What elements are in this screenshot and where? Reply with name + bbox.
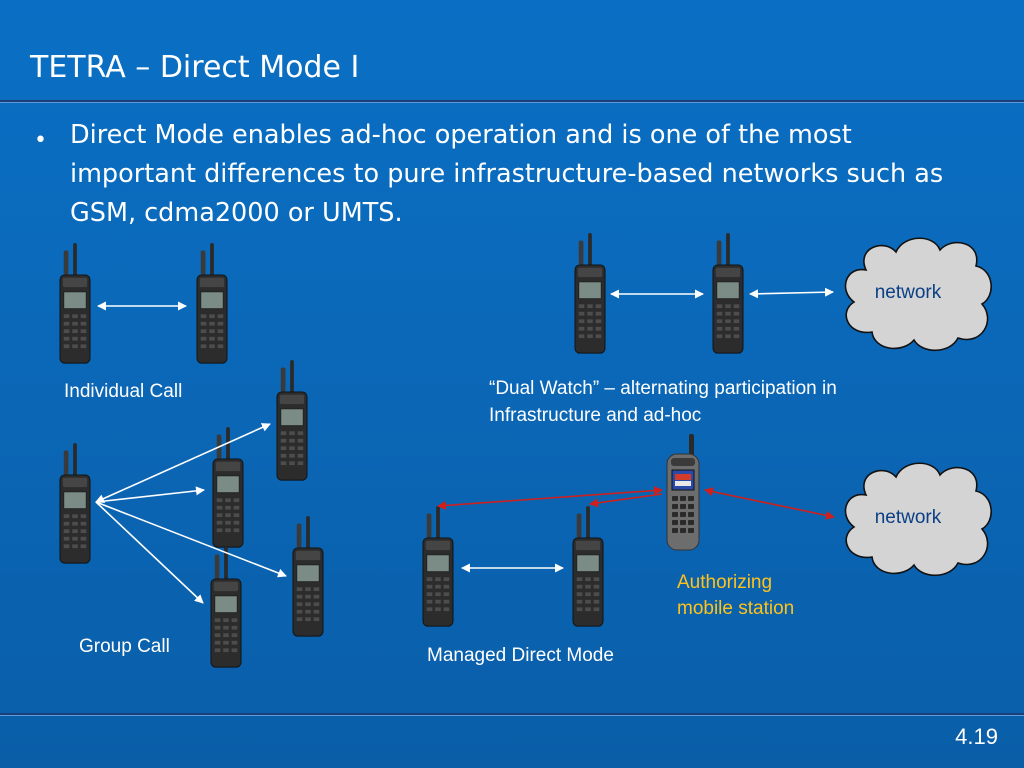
network-label-bottom: network [875, 507, 942, 528]
radio-icon [59, 243, 91, 364]
authorizing-label-line2: mobile station [677, 598, 795, 619]
footer-divider [0, 713, 1024, 716]
individual-call-label: Individual Call [64, 381, 183, 402]
managed-direct-mode-label: Managed Direct Mode [427, 645, 614, 666]
link-group-call [95, 501, 287, 578]
slide-title: TETRA – Direct Mode I [30, 50, 360, 85]
link-dual-watch [749, 287, 834, 299]
radio-icon [210, 547, 242, 668]
authorizing-label-line1: Authorizing [677, 572, 773, 593]
radio-icon [574, 233, 606, 354]
radio-icon [59, 443, 91, 564]
radio-icon [276, 360, 308, 481]
handset-icon [666, 434, 700, 551]
link-group-call [95, 423, 271, 503]
link-authorizing [437, 486, 663, 510]
radio-icon [712, 233, 744, 354]
group-call-label: Group Call [79, 636, 170, 657]
radio-icon [572, 506, 604, 627]
dual-watch-label-line2: Infrastructure and ad-hoc [489, 405, 702, 426]
network-label-top: network [875, 282, 942, 303]
bullet-text: Direct Mode enables ad-hoc operation and… [70, 120, 944, 228]
page-number: 4.19 [955, 724, 998, 749]
link-group-call [95, 486, 205, 503]
radio-icon [196, 243, 228, 364]
link-authorizing [704, 487, 835, 520]
bullet-marker: • [34, 128, 47, 153]
radio-icon [292, 516, 324, 637]
link-group-call [95, 501, 204, 604]
radio-icon [212, 427, 244, 548]
dual-watch-label-line1: “Dual Watch” – alternating participation… [489, 378, 837, 399]
link-authorizing [589, 493, 663, 508]
radio-icon [422, 506, 454, 627]
title-divider [0, 100, 1024, 103]
